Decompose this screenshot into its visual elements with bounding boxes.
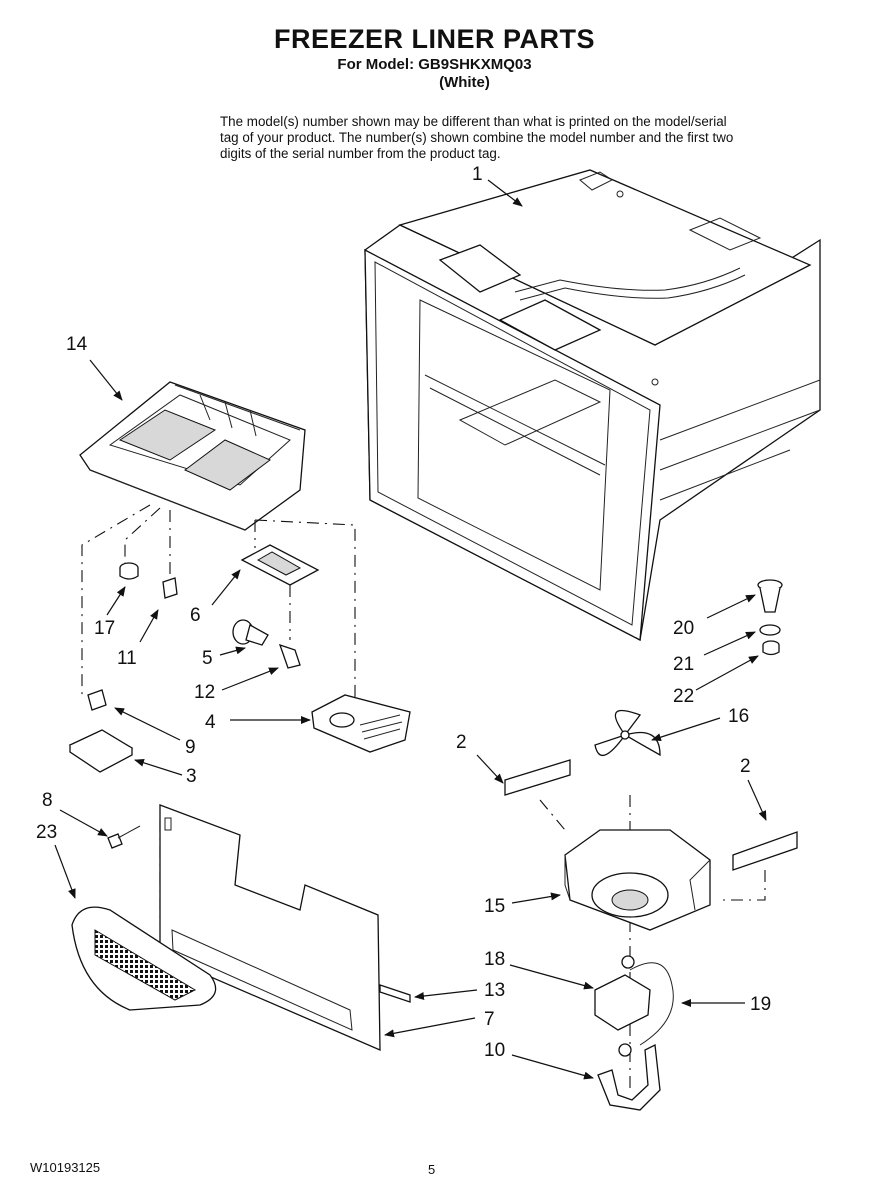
control-housing-part: [79, 381, 306, 531]
fan-grommet-part: [762, 640, 780, 656]
callout-3: 3: [186, 766, 197, 787]
air-grille-part: [71, 906, 217, 1011]
retainer-ring-part: [759, 624, 781, 636]
connector-part: [87, 689, 107, 711]
foam-strip-part: [379, 984, 411, 1003]
callout-1: 1: [472, 164, 483, 185]
callout-6: 6: [190, 605, 201, 626]
model-color: (White): [439, 74, 490, 91]
fan-motor-part: [594, 955, 674, 1046]
callout-9: 9: [185, 737, 196, 758]
callout-16: 16: [728, 706, 749, 727]
callout-22: 22: [673, 686, 694, 707]
foam-pad-left-part: [504, 759, 571, 796]
page-number: 5: [428, 1162, 436, 1177]
fan-housing-part: [564, 829, 711, 931]
document-number: W10193125: [30, 1160, 101, 1175]
light-socket-part: [278, 643, 301, 669]
light-housing-part: [311, 694, 411, 753]
page-title: FREEZER LINER PARTS: [273, 24, 595, 54]
callout-10: 10: [484, 1040, 505, 1061]
callout-5: 5: [202, 648, 213, 669]
model-note: The model(s) number shown may be differe…: [220, 114, 734, 161]
callout-21: 21: [673, 654, 694, 675]
callout-11: 11: [117, 648, 137, 669]
freezer-liner-part: [364, 169, 821, 642]
fan-blade-part: [594, 709, 661, 757]
callout-8: 8: [42, 790, 53, 811]
callout-17: 17: [94, 618, 115, 639]
screw-part: [107, 825, 141, 849]
callout-14: 14: [66, 334, 88, 355]
callout-7: 7: [484, 1009, 495, 1030]
grommet-part: [119, 562, 139, 580]
callout-19: 19: [750, 994, 771, 1015]
callout-2-left: 2: [456, 732, 467, 753]
fan-bushing-part: [757, 579, 783, 613]
rear-panel-part: [159, 804, 381, 1051]
foam-pad-right-part: [732, 831, 798, 871]
callout-15: 15: [484, 896, 505, 917]
light-bulb-part: [232, 619, 269, 646]
callout-20: 20: [673, 618, 694, 639]
light-lens-part: [240, 544, 320, 586]
callout-23: 23: [36, 822, 57, 843]
motor-bracket-part: [597, 1043, 661, 1111]
callout-4: 4: [205, 712, 216, 733]
callout-18: 18: [484, 949, 505, 970]
callout-13: 13: [484, 980, 505, 1001]
callout-12: 12: [194, 682, 215, 703]
callout-2-right: 2: [740, 756, 751, 777]
switch-part: [162, 577, 178, 599]
control-box-part: [68, 729, 134, 773]
model-number: For Model: GB9SHKXMQ03: [337, 56, 532, 73]
